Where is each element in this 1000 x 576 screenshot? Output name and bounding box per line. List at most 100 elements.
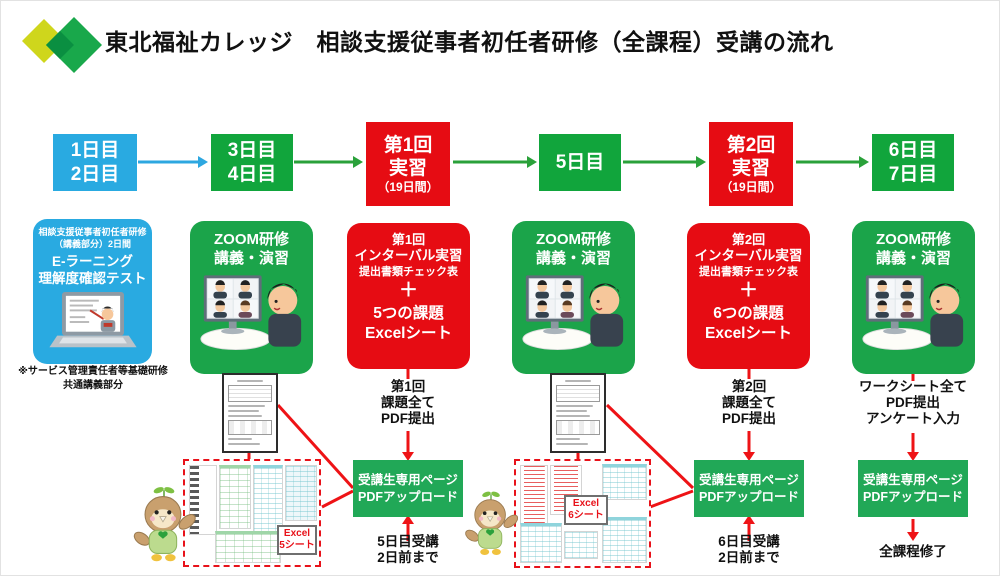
zoom-title-line: 講義・演習: [213, 249, 289, 267]
interval-tasks: 6つの課題: [713, 305, 784, 323]
interval-title: インターバル実習: [694, 248, 803, 264]
note-line: 共通講義部分: [63, 379, 123, 391]
zoom-title-line: 講義・演習: [875, 249, 951, 267]
checklist-document-thumbnail-1: [222, 373, 278, 453]
excel-label-line: Excel: [283, 528, 311, 539]
upload-box-1: 受講生専用ページ PDFアップロード: [353, 460, 463, 517]
submit-note-3: ワークシート全て PDF提出 アンケート入力: [848, 379, 978, 428]
zoom-title-line: 講義・演習: [535, 249, 611, 267]
upload-box-3: 受講生専用ページ PDFアップロード: [858, 460, 968, 517]
sheet-thumbnail: [215, 531, 281, 563]
interval-excel: Excelシート: [364, 324, 452, 342]
day-label: 4日目: [227, 163, 277, 185]
practicum-label: 実習: [388, 157, 427, 179]
deadline-line: 5日目受講: [377, 534, 439, 549]
note-line: ※サービス管理責任者等基礎研修: [18, 366, 168, 377]
zoom-title-line: ZOOM研修: [875, 231, 951, 248]
interval-round: 第2回: [731, 232, 766, 247]
upload-line: 受講生専用ページ: [863, 472, 963, 487]
elearning-heading-line: （講義部分）2日間: [53, 238, 131, 249]
timeline-practicum-2: 第2回 実習 （19日間）: [709, 122, 793, 206]
day-label: 3日目: [227, 140, 277, 162]
practicum-label: 第1回: [383, 134, 433, 156]
elearning-note: ※サービス管理責任者等基礎研修 共通講義部分: [15, 365, 171, 392]
elearning-title-line: 理解度確認テスト: [38, 271, 147, 287]
finish-line: 全課程修了: [879, 544, 947, 559]
excel-sheet-count-label-2: Excel 6シート: [564, 495, 608, 525]
elearning-heading-line: 相談支援従事者初任者研修: [38, 227, 147, 237]
sheet-thumbnail: [520, 523, 562, 563]
excel-label-line: 5シート: [279, 540, 315, 551]
deadline-line: 2日前まで: [718, 550, 780, 566]
elearning-title-line: E-ラーニング: [52, 254, 133, 270]
deadline-note-1: 5日目受講 2日前まで: [358, 534, 458, 566]
interval-panel-2: 第2回 インターバル実習 提出書類チェック表 ＋ 6つの課題 Excelシート: [687, 223, 810, 369]
checklist-document-thumbnail-2: [550, 373, 606, 453]
excel-label-line: Excel: [572, 498, 600, 509]
submit-line: PDF提出: [722, 411, 776, 427]
zoom-panel-3: ZOOM研修 講義・演習: [852, 221, 975, 374]
sheet-thumbnail: [602, 517, 647, 563]
plus-sign: ＋: [738, 280, 758, 302]
sheet-thumbnail: [219, 465, 251, 529]
practicum-label: 第2回: [726, 134, 776, 156]
submit-line: 課題全て: [722, 395, 776, 411]
upload-line: PDFアップロード: [698, 489, 799, 504]
day-label: 2日目: [70, 163, 120, 185]
elearning-heading: 相談支援従事者初任者研修 （講義部分）2日間: [38, 227, 146, 250]
submit-line: 課題全て: [381, 395, 435, 411]
bird-mascot-2: [465, 491, 518, 555]
zoom-panel-title: ZOOM研修 講義・演習: [536, 231, 611, 269]
interval-checklist: 提出書類チェック表: [359, 266, 458, 279]
excel-sheet-count-label-1: Excel 5シート: [277, 525, 317, 555]
sheet-thumbnail: [564, 531, 598, 559]
upload-line: PDFアップロード: [862, 489, 963, 504]
submit-line: 第2回: [731, 379, 767, 394]
interval-checklist: 提出書類チェック表: [699, 266, 798, 279]
timeline-day-6-7: 6日目 7日目: [872, 134, 954, 191]
zoom-panel-2: ZOOM研修 講義・演習: [512, 221, 635, 374]
zoom-panel-1: ZOOM研修 講義・演習: [190, 221, 313, 374]
submit-line: アンケート入力: [866, 411, 960, 427]
finish-note: 全課程修了: [853, 544, 973, 560]
day-label: 5日目: [555, 151, 605, 173]
sheet-thumbnail: [253, 465, 283, 535]
practicum-duration: （19日間）: [720, 179, 782, 194]
zoom-panel-title: ZOOM研修 講義・演習: [214, 231, 289, 269]
timeline-day-1-2: 1日目 2日目: [53, 134, 137, 191]
timeline-day-5: 5日目: [539, 134, 621, 191]
submit-line: PDF提出: [886, 395, 940, 411]
excel-label-line: 6シート: [568, 510, 604, 521]
submit-line: PDF提出: [381, 411, 435, 427]
excel-sheet-group-2: Excel 6シート: [514, 459, 651, 568]
timeline-practicum-1: 第1回 実習 （19日間）: [366, 122, 450, 206]
page-title: 東北福祉カレッジ 相談支援従事者初任者研修（全課程）受講の流れ: [105, 29, 834, 55]
zoom-title-line: ZOOM研修: [535, 231, 611, 248]
zoom-meeting-illustration: [199, 274, 301, 350]
upload-line: 受講生専用ページ: [358, 472, 458, 487]
interval-round: 第1回: [391, 232, 426, 247]
interval-panel-1: 第1回 インターバル実習 提出書類チェック表 ＋ 5つの課題 Excelシート: [347, 223, 470, 369]
interval-title: インターバル実習: [354, 248, 463, 264]
sheet-thumbnail: [602, 464, 647, 500]
zoom-meeting-illustration: [521, 274, 623, 350]
submit-line: ワークシート全て: [859, 379, 967, 394]
plus-sign: ＋: [398, 280, 418, 302]
upload-line: 受講生専用ページ: [699, 472, 799, 487]
deadline-note-2: 6日目受講 2日前まで: [699, 534, 799, 566]
timeline-day-3-4: 3日目 4日目: [211, 134, 293, 191]
red-arrowheads: [402, 452, 919, 541]
green-arrowheads: [353, 156, 869, 168]
laptop-lecture-illustration: [48, 292, 137, 348]
day-label: 7日目: [888, 163, 938, 185]
arrowhead: [198, 156, 208, 168]
day-label: 6日目: [888, 140, 938, 162]
upload-box-2: 受講生専用ページ PDFアップロード: [694, 460, 804, 517]
elearning-panel: 相談支援従事者初任者研修 （講義部分）2日間 E-ラーニング 理解度確認テスト: [33, 219, 152, 364]
elearning-title: E-ラーニング 理解度確認テスト: [39, 254, 147, 288]
zoom-meeting-illustration: [861, 274, 963, 350]
sheet-thumbnail: [285, 465, 317, 521]
zoom-panel-title: ZOOM研修 講義・演習: [876, 231, 951, 269]
interval-tasks: 5つの課題: [373, 305, 444, 323]
